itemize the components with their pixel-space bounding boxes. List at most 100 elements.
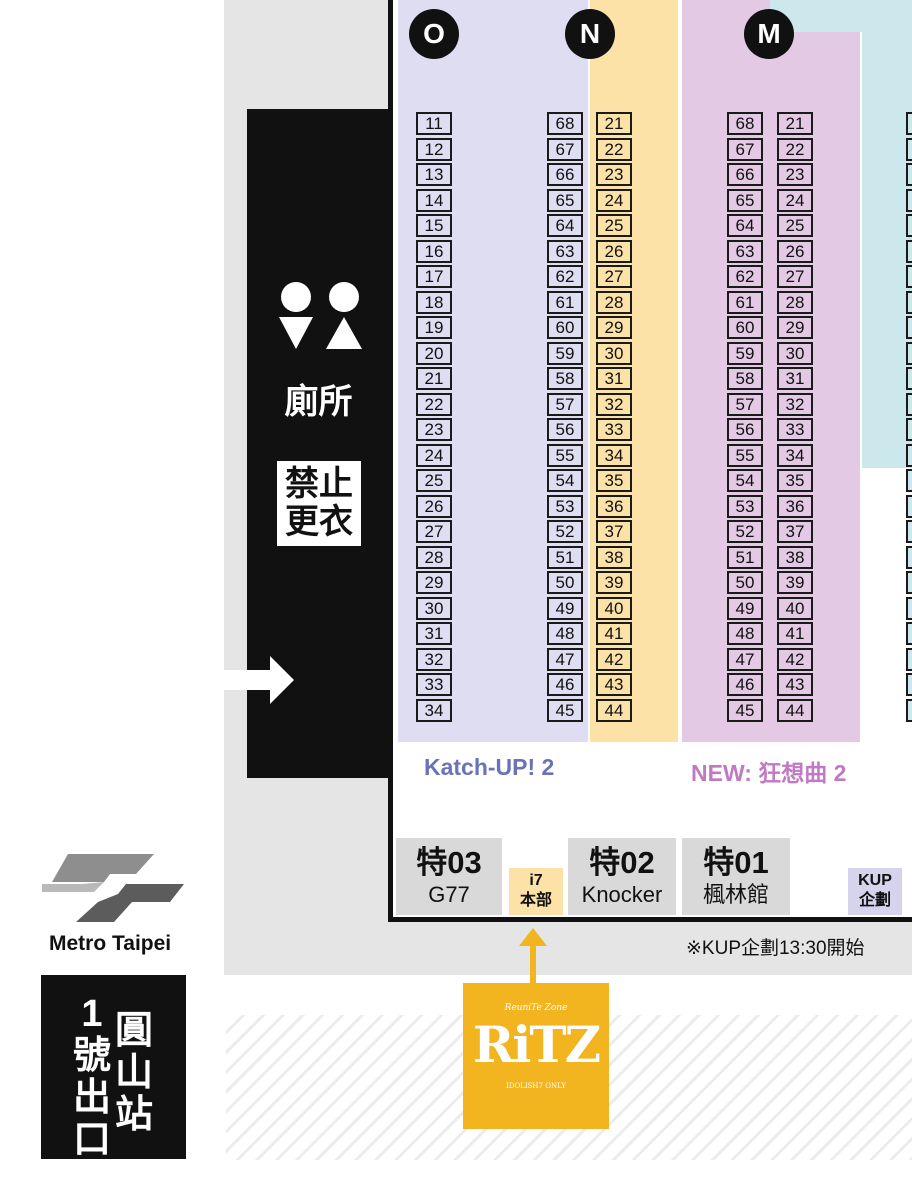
booth-m-58: 58 [727,367,763,390]
booth-o-31: 31 [416,622,452,645]
booth-n-34: 34 [596,443,632,467]
booth-n-25: 25 [596,214,632,237]
booth-n-37: 37 [596,520,632,543]
booth-m-49: 49 [727,596,763,620]
booth-o-45: 45 [547,698,583,722]
booth-m-60: 60 [727,316,763,339]
booth-o-24: 24 [416,443,452,467]
special-booth-03: 特03 G77 [396,838,502,915]
booth-m-44: 44 [777,698,813,722]
edge-booth [906,112,912,135]
exit-char: 出 [72,1077,111,1119]
booth-o-11: 11 [416,112,452,135]
booth-m-22: 22 [777,137,813,161]
edge-booth-column [906,0,912,740]
booth-m-27: 27 [777,265,813,288]
booth-o-61: 61 [547,290,583,314]
edge-booth [906,622,912,645]
booth-o-59: 59 [547,341,583,365]
booth-o-50: 50 [547,571,583,594]
booth-o-28: 28 [416,545,452,569]
booth-n-33: 33 [596,418,632,441]
booth-o-55: 55 [547,443,583,467]
booth-o-26: 26 [416,494,452,518]
booth-m-24: 24 [777,188,813,212]
booth-o-15: 15 [416,214,452,237]
special-booth-code: 特03 [416,845,482,880]
booth-n-26: 26 [596,239,632,263]
booth-n-21: 21 [596,112,632,135]
booth-o-14: 14 [416,188,452,212]
booth-m-21: 21 [777,112,813,135]
booth-o-22: 22 [416,392,452,416]
booth-n-44: 44 [596,698,632,722]
zone-teal-background-lower [862,30,912,468]
booth-m-37: 37 [777,520,813,543]
edge-booth [906,596,912,620]
booth-o-21: 21 [416,367,452,390]
booth-n-22: 22 [596,137,632,161]
booth-m-35: 35 [777,469,813,492]
row-label-o: O [409,9,459,59]
booth-o-16: 16 [416,239,452,263]
booth-m-31: 31 [777,367,813,390]
booth-n-40: 40 [596,596,632,620]
booth-o-49: 49 [547,596,583,620]
booth-m-39: 39 [777,571,813,594]
booth-m-64: 64 [727,214,763,237]
booth-n-32: 32 [596,392,632,416]
ritz-logo: ReuniTe Zone RiTZ IDOLISH7 ONLY [463,983,609,1129]
booth-m-26: 26 [777,239,813,263]
booth-m-36: 36 [777,494,813,518]
booth-m-48: 48 [727,622,763,645]
booth-n-35: 35 [596,469,632,492]
zone-name-katch-up: Katch-UP! 2 [424,754,555,780]
booth-m-61: 61 [727,290,763,314]
up-arrow-icon [519,928,547,984]
booth-n-29: 29 [596,316,632,339]
booth-m-51: 51 [727,545,763,569]
booth-m-67: 67 [727,137,763,161]
edge-booth [906,290,912,314]
special-booth-name: Knocker [581,882,663,907]
edge-booth [906,137,912,161]
booth-o-32: 32 [416,647,452,671]
zone-m-background [682,0,860,742]
special-booth-code: 特02 [589,845,655,880]
booth-m-62: 62 [727,265,763,288]
booth-m-41: 41 [777,622,813,645]
edge-booth [906,673,912,696]
edge-booth [906,698,912,722]
edge-booth [906,341,912,365]
edge-booth [906,647,912,671]
booth-o-58: 58 [547,367,583,390]
edge-booth [906,571,912,594]
edge-booth [906,392,912,416]
booth-o-68: 68 [547,112,583,135]
booth-o-66: 66 [547,163,583,186]
toilet-label: 廁所 [284,383,353,421]
ritz-logo-top-text: ReuniTe Zone [504,1003,568,1013]
booth-m-23: 23 [777,163,813,186]
booth-m-59: 59 [727,341,763,365]
booth-m-32: 32 [777,392,813,416]
booth-m-50: 50 [727,571,763,594]
edge-booth [906,443,912,467]
zone-name-new: NEW: 狂想曲 2 [691,760,847,786]
booth-n-31: 31 [596,367,632,390]
booth-m-30: 30 [777,341,813,365]
booth-m-63: 63 [727,239,763,263]
booth-n-28: 28 [596,290,632,314]
booth-m-38: 38 [777,545,813,569]
station-name-column: 圓山站 [113,1010,155,1136]
booth-m-52: 52 [727,520,763,543]
booth-o-65: 65 [547,188,583,212]
no-changing-line1: 禁止 [285,465,353,503]
booth-m-57: 57 [727,392,763,416]
booth-n-41: 41 [596,622,632,645]
kup-start-note: ※KUP企劃13:30開始 [686,938,865,959]
booth-m-29: 29 [777,316,813,339]
edge-booth [906,367,912,390]
edge-booth [906,239,912,263]
